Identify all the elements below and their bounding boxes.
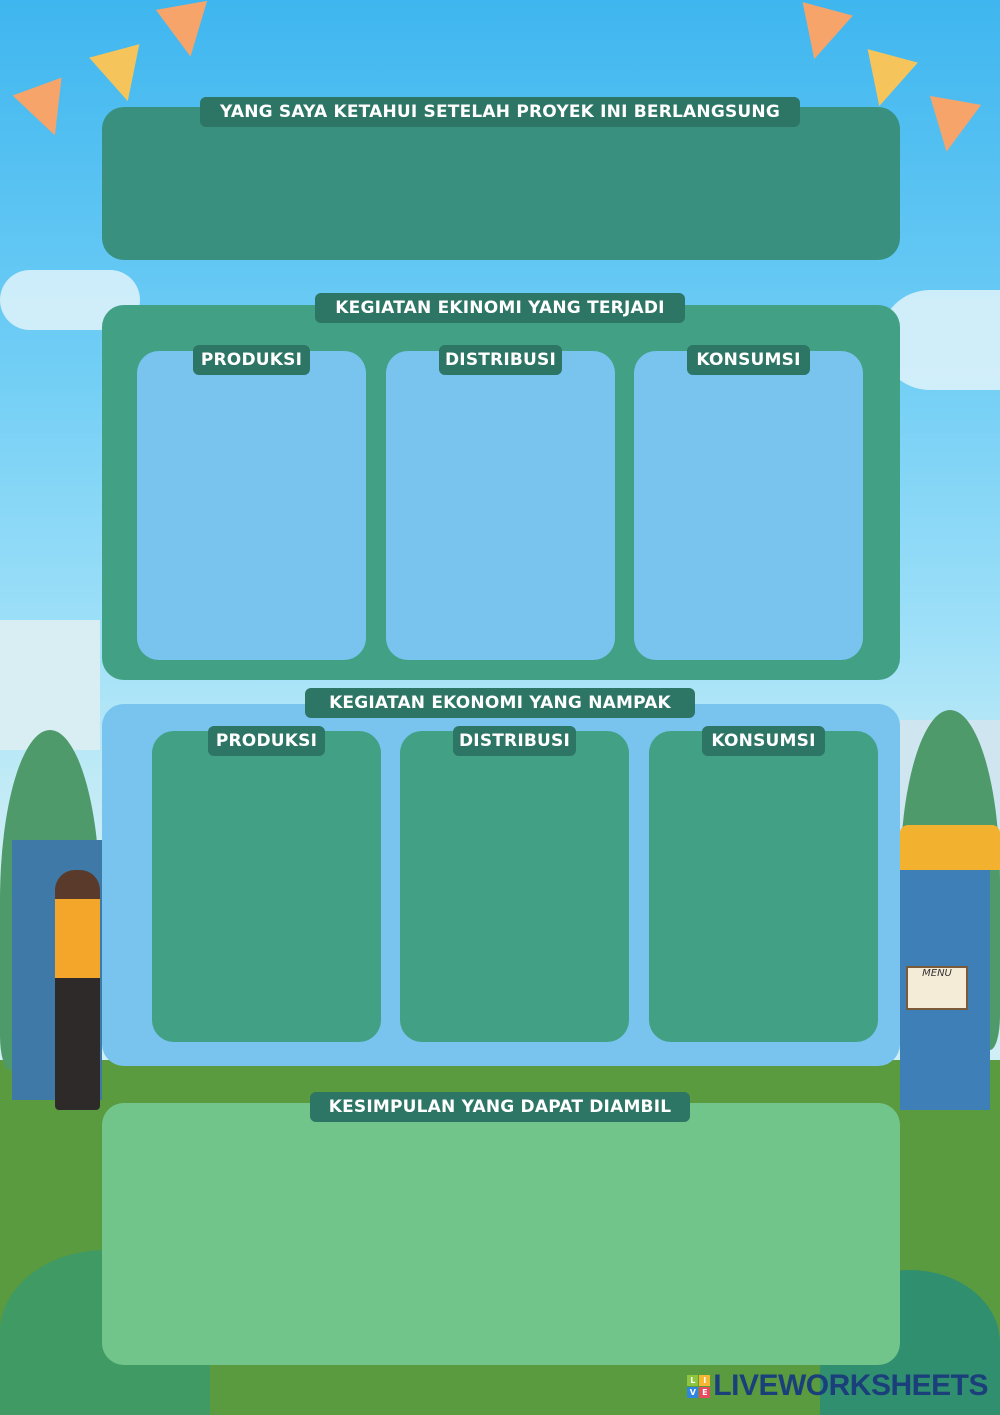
distribusi-answer-box[interactable] (400, 731, 629, 1042)
column-label: DISTRIBUSI (439, 345, 562, 375)
bunting-flag (89, 44, 153, 108)
column-label: KONSUMSI (687, 345, 810, 375)
conclusion-box[interactable] (102, 1103, 900, 1365)
produksi-answer-box[interactable] (152, 731, 381, 1042)
section-title: KEGIATAN EKONOMI YANG NAMPAK (305, 688, 695, 718)
bunting-flag (12, 77, 80, 145)
logo-letter: V (687, 1386, 699, 1398)
column-label: KONSUMSI (702, 726, 825, 756)
bunting-flag (789, 2, 853, 66)
known-after-project-box[interactable] (102, 107, 900, 260)
konsumsi-answer-box[interactable] (634, 351, 863, 660)
column-label: DISTRIBUSI (453, 726, 576, 756)
column-label: PRODUKSI (193, 345, 310, 375)
logo-letter: L (687, 1374, 699, 1386)
column-label: PRODUKSI (208, 726, 325, 756)
menu-sign: MENU (906, 966, 968, 1010)
logo-letter: I (699, 1374, 711, 1386)
section-title: KESIMPULAN YANG DAPAT DIAMBIL (310, 1092, 690, 1122)
section-title: KEGIATAN EKINOMI YANG TERJADI (315, 293, 685, 323)
bunting-flag (155, 0, 217, 62)
bunting-flag (854, 49, 918, 113)
logo-letter: E (699, 1386, 711, 1398)
stall-right-roof (900, 825, 1000, 870)
distribusi-answer-box[interactable] (386, 351, 615, 660)
logo-mark-icon: L I V E (687, 1374, 711, 1398)
person (55, 870, 100, 1110)
konsumsi-answer-box[interactable] (649, 731, 878, 1042)
cloud (880, 290, 1000, 390)
produksi-answer-box[interactable] (137, 351, 366, 660)
bunting-flag (920, 95, 982, 157)
liveworksheets-logo: L I V E LIVEWORKSHEETS (687, 1369, 988, 1403)
logo-text: LIVEWORKSHEETS (713, 1369, 988, 1402)
section-title: YANG SAYA KETAHUI SETELAH PROYEK INI BER… (200, 97, 800, 127)
building (0, 620, 100, 750)
